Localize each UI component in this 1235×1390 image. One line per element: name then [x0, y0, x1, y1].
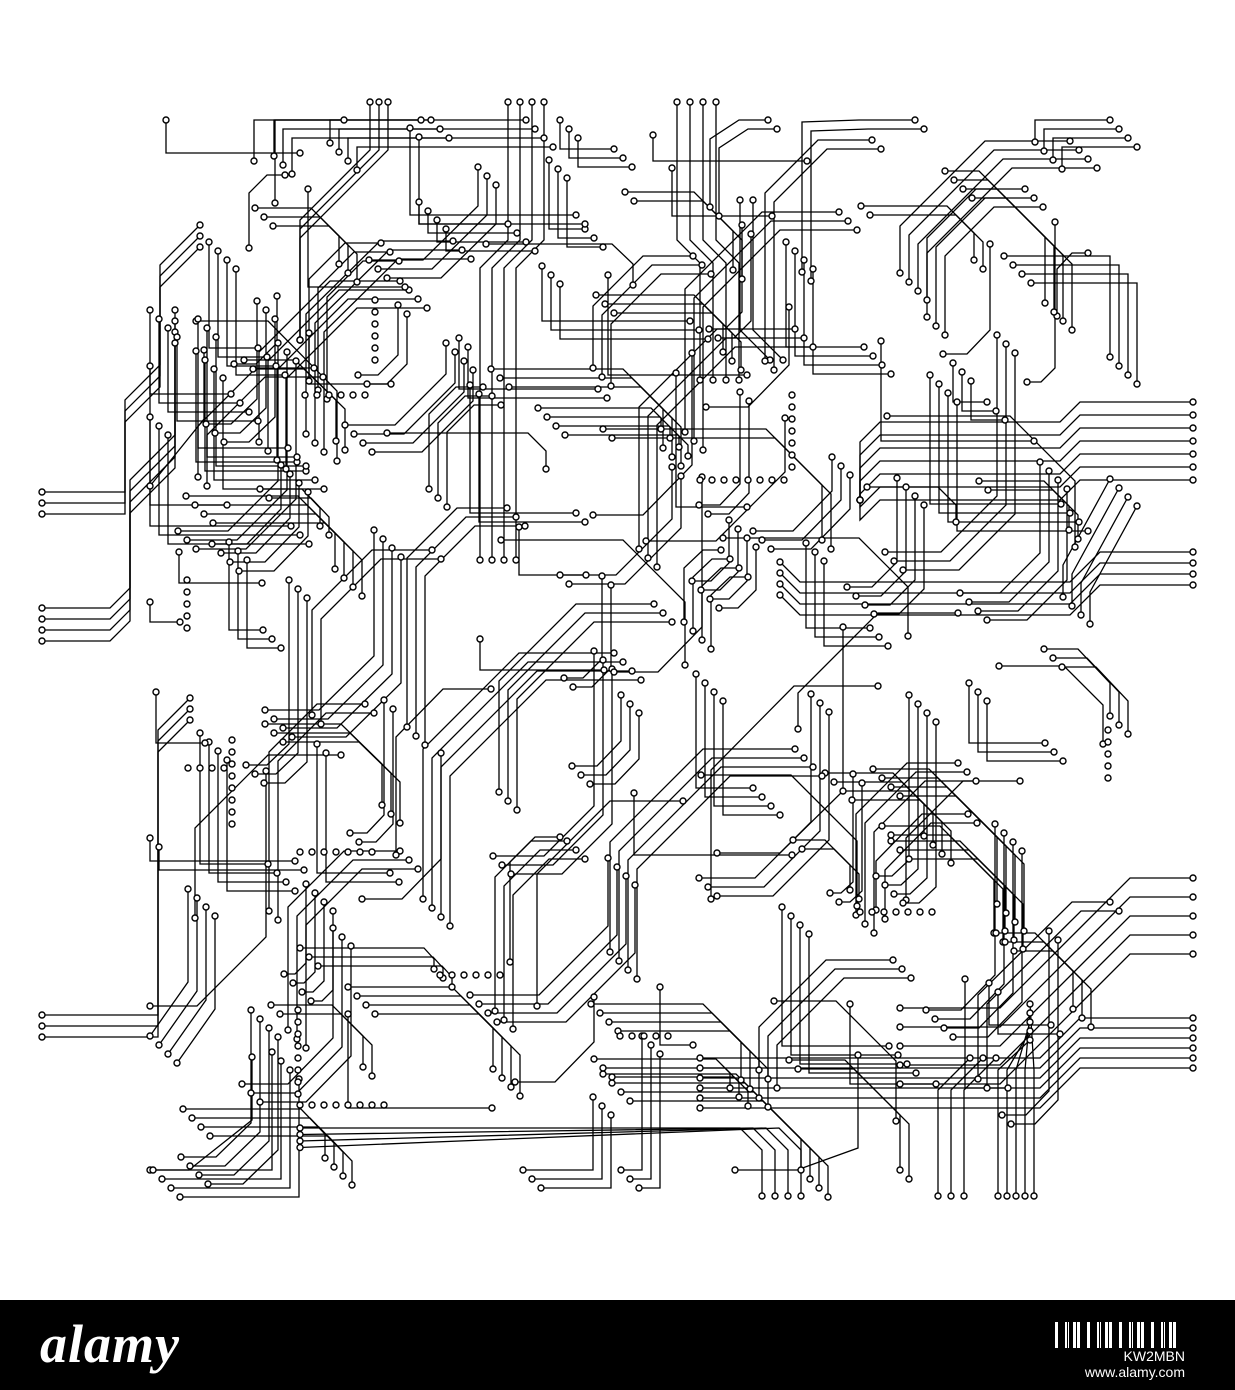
- alamy-logo: alamy: [40, 1314, 180, 1374]
- image-code: KW2MBN www.alamy.com: [1055, 1318, 1185, 1380]
- circuit-traces: [38, 98, 1197, 1201]
- image-id: KW2MBN: [1123, 1348, 1185, 1364]
- stock-watermark-bar: alamy KW2MBN www.alamy.com: [0, 1300, 1235, 1390]
- site-url: www.alamy.com: [1084, 1364, 1185, 1380]
- barcode-icon: [1055, 1322, 1176, 1348]
- circuit-board-illustration: [38, 98, 1197, 1201]
